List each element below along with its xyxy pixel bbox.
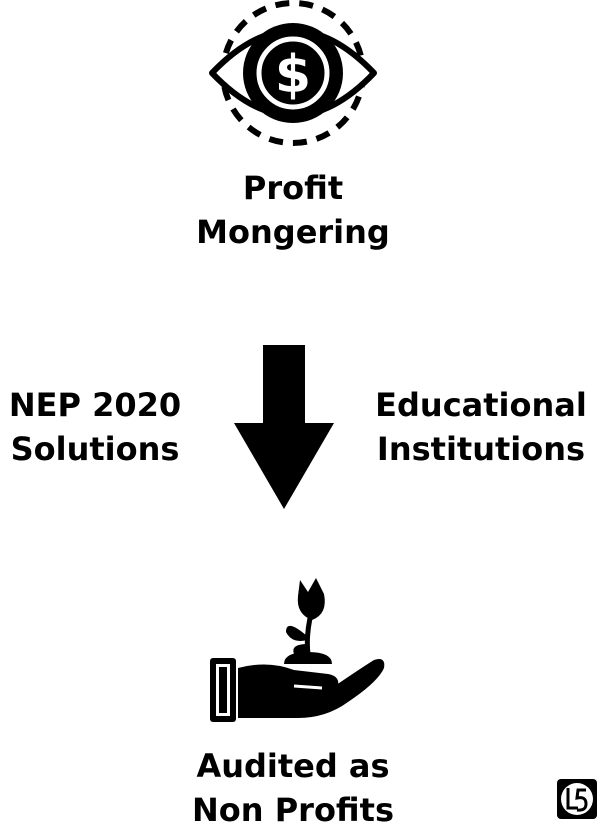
svg-text:$: $ bbox=[275, 45, 311, 105]
down-arrow-icon bbox=[232, 345, 336, 511]
dollar-eye-icon: $ bbox=[204, 0, 382, 148]
left-label: NEP 2020 Solutions bbox=[0, 383, 190, 471]
top-label-line-2: Mongering bbox=[196, 213, 390, 251]
right-label: Educational Institutions bbox=[370, 383, 592, 471]
right-label-line-2: Institutions bbox=[376, 430, 586, 468]
top-label: Profit Mongering bbox=[160, 166, 426, 254]
top-label-line-1: Profit bbox=[242, 169, 344, 207]
logo-badge-icon bbox=[556, 778, 598, 820]
hand-holding-plant-icon bbox=[208, 574, 388, 726]
left-label-line-1: NEP 2020 bbox=[8, 386, 182, 424]
bottom-label-line-1: Audited as bbox=[196, 747, 390, 785]
left-label-line-2: Solutions bbox=[10, 430, 180, 468]
bottom-label-line-2: Non Profits bbox=[192, 791, 394, 829]
bottom-label: Audited as Non Profits bbox=[150, 744, 436, 832]
right-label-line-1: Educational bbox=[375, 386, 587, 424]
